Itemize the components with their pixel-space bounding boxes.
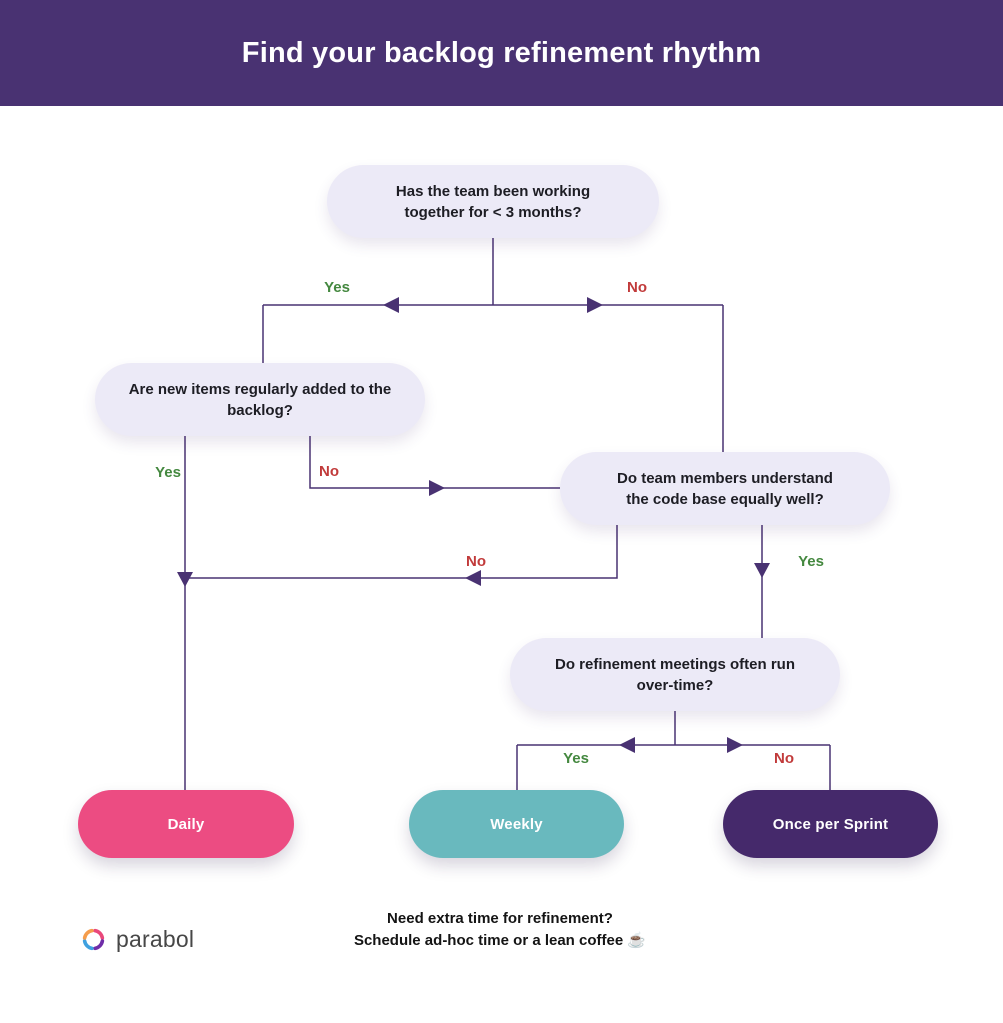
arrowhead-right-q4-no bbox=[727, 737, 743, 753]
arrowhead-right-q1-no bbox=[587, 297, 603, 313]
branch-label-q4-yes: Yes bbox=[563, 750, 589, 767]
branch-label-q3-yes: Yes bbox=[798, 553, 824, 570]
header-banner: Find your backlog refinement rhythm bbox=[0, 0, 1003, 106]
parabol-logo-icon bbox=[82, 928, 105, 951]
branch-label-q1-no: No bbox=[627, 279, 647, 296]
arrowhead-down-daily bbox=[177, 572, 193, 587]
edge-q3-no-to-daily bbox=[185, 525, 618, 579]
question-node-new-items: Are new items regularly added to the bac… bbox=[95, 363, 425, 436]
outcome-daily: Daily bbox=[78, 790, 294, 858]
branch-label-q2-yes: Yes bbox=[155, 464, 181, 481]
branch-label-q1-yes: Yes bbox=[324, 279, 350, 296]
question-node-meetings-overtime: Do refinement meetings often run over-ti… bbox=[510, 638, 840, 711]
outcome-once-per-sprint: Once per Sprint bbox=[723, 790, 938, 858]
footer-note-line1: Need extra time for refinement? bbox=[387, 910, 613, 927]
branch-label-q3-no: No bbox=[466, 553, 486, 570]
edge-q2-no-to-q3 bbox=[309, 436, 560, 489]
arrowhead-left-q4-yes bbox=[619, 737, 635, 753]
question-node-codebase-knowledge: Do team members understand the code base… bbox=[560, 452, 890, 525]
branch-label-q4-no: No bbox=[774, 750, 794, 767]
page-title: Find your backlog refinement rhythm bbox=[241, 36, 762, 69]
logo-arc-orange bbox=[82, 928, 94, 940]
arrowhead-right-q2-no bbox=[429, 480, 445, 496]
logo-arc-blue bbox=[82, 939, 94, 951]
brand-lockup: parabol bbox=[80, 926, 194, 953]
outcome-weekly: Weekly bbox=[409, 790, 624, 858]
question-node-team-tenure: Has the team been working together for <… bbox=[327, 165, 659, 238]
logo-arc-pink bbox=[93, 928, 105, 940]
footer-note: Need extra time for refinement? Schedule… bbox=[354, 908, 646, 952]
brand-wordmark: parabol bbox=[116, 926, 195, 952]
logo-arc-purple bbox=[93, 939, 105, 951]
arrowhead-left-q1-yes bbox=[383, 297, 399, 313]
branch-label-q2-no: No bbox=[319, 463, 339, 480]
footer-note-line2: Schedule ad-hoc time or a lean coffee ☕ bbox=[353, 932, 647, 949]
arrowhead-down-q3-yes bbox=[754, 563, 770, 578]
